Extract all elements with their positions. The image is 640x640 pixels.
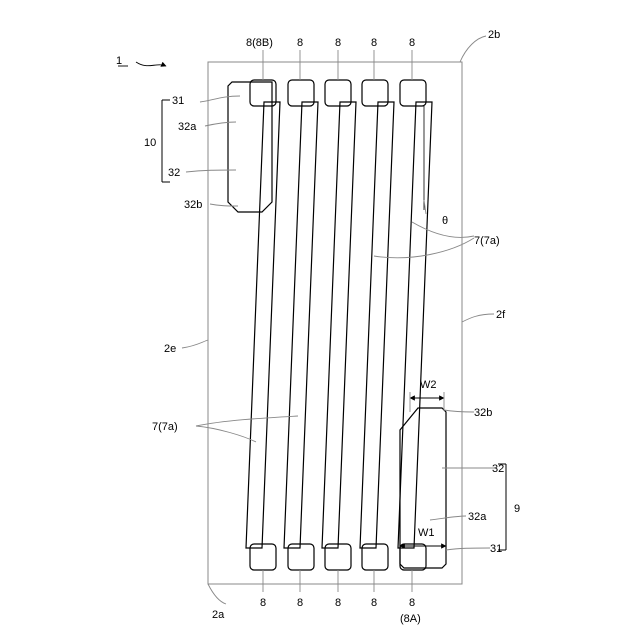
label-W2: W2	[420, 379, 437, 391]
wire-5	[398, 102, 432, 548]
label-32-lower: 32	[492, 463, 504, 475]
figure-number-arrow	[136, 62, 166, 66]
label-32a-lower: 32a	[468, 511, 487, 523]
figure-number-label: 1	[116, 55, 122, 67]
label-terminal-top-5: 8	[409, 37, 415, 49]
label-group-9: 9	[514, 503, 520, 515]
top-terminals	[250, 80, 426, 106]
wires	[246, 102, 432, 548]
label-terminal-top-3: 8	[335, 37, 341, 49]
label-terminal-8A: 8	[409, 597, 415, 609]
label-2b: 2b	[488, 29, 500, 41]
label-2a: 2a	[212, 609, 225, 621]
label-terminal-top-2: 8	[297, 37, 303, 49]
wire-4	[360, 102, 394, 548]
wire-2	[284, 102, 318, 548]
label-terminal-bottom-3: 8	[335, 597, 341, 609]
wire-3	[322, 102, 356, 548]
label-31-upper: 31	[172, 95, 184, 107]
label-terminal-8B: 8(8B)	[246, 37, 273, 49]
label-2e: 2e	[164, 343, 176, 355]
label-theta: θ	[442, 215, 448, 227]
label-32b-lower: 32b	[474, 407, 492, 419]
leader-lines	[182, 36, 494, 604]
label-terminal-bottom-4: 8	[371, 597, 377, 609]
label-2f: 2f	[496, 309, 506, 321]
label-terminal-bottom-1: 8	[260, 597, 266, 609]
label-terminal-top-4: 8	[371, 37, 377, 49]
label-group-10: 10	[144, 137, 156, 149]
label-32-upper: 32	[168, 167, 180, 179]
wire-1	[246, 102, 280, 548]
label-terminal-bottom-2: 8	[297, 597, 303, 609]
label-31-lower: 31	[490, 543, 502, 555]
label-32b-upper: 32b	[184, 199, 202, 211]
label-terminal-8A-sub: (8A)	[400, 613, 421, 625]
label-wire-lower: 7(7a)	[152, 421, 178, 433]
label-W1: W1	[418, 527, 435, 539]
label-32a-upper: 32a	[178, 121, 197, 133]
label-wire-upper: 7(7a)	[474, 235, 500, 247]
